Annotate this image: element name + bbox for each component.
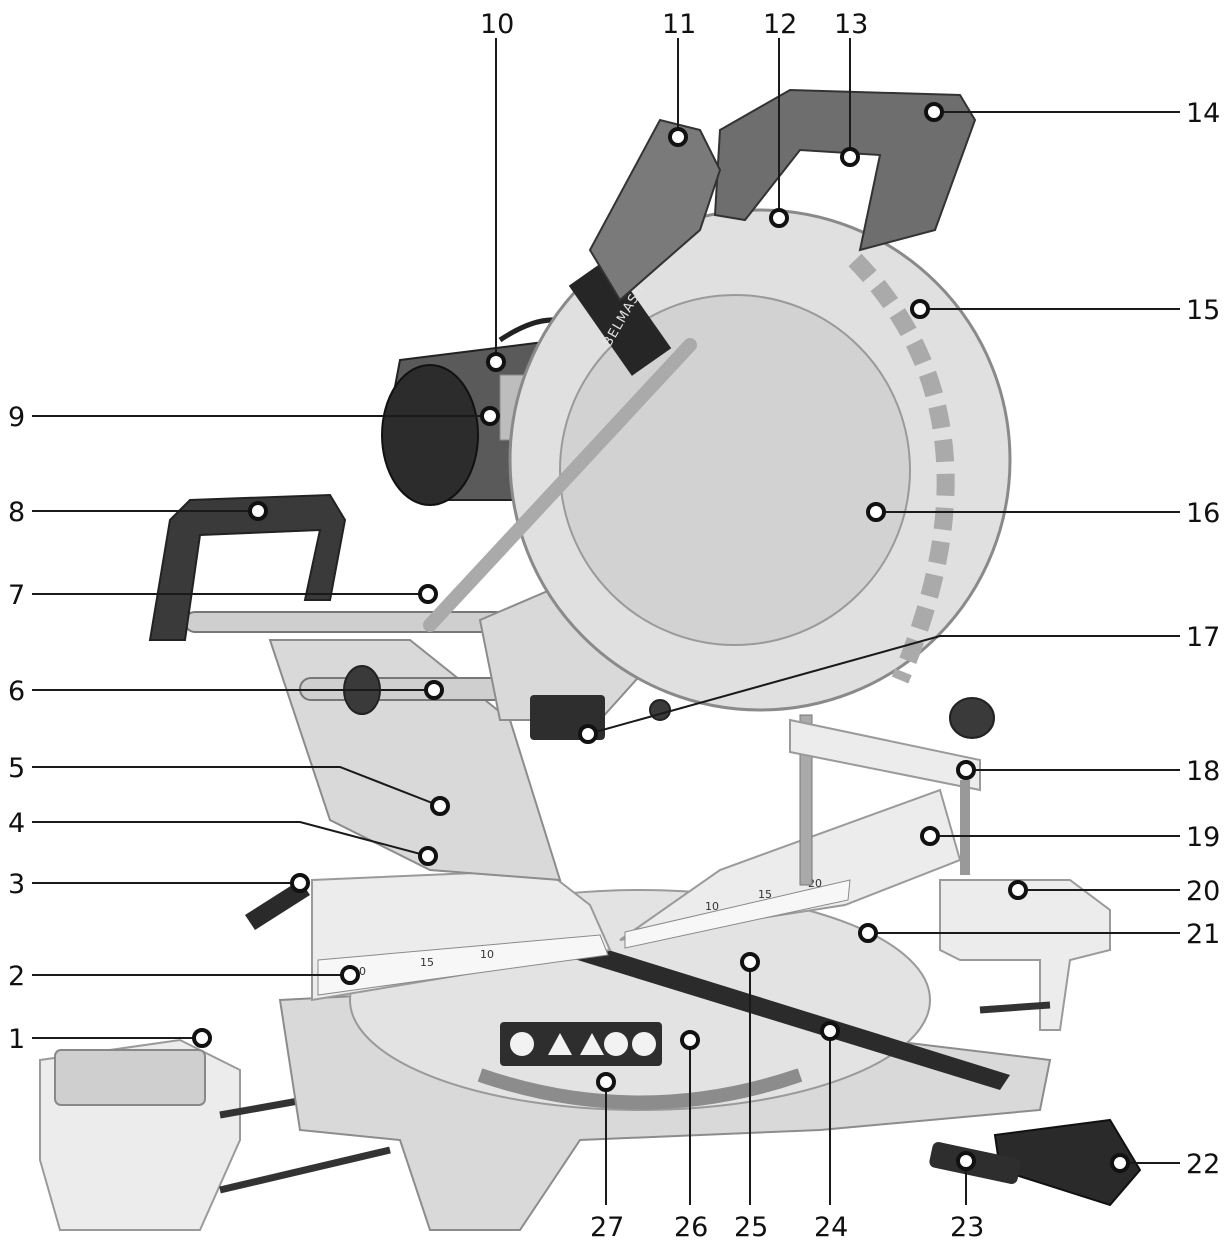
front-carry-handle	[588, 118, 722, 302]
callout-number-17: 17	[1186, 622, 1220, 653]
guard-brand-plate	[568, 258, 672, 376]
callout-dot-4	[418, 846, 438, 866]
saw-illustration: 20 15 10 10 15 20	[39, 88, 1142, 1231]
callout-number-1: 1	[8, 1024, 25, 1055]
callout-dot-21	[858, 923, 878, 943]
callout-number-21: 21	[1186, 919, 1220, 950]
callout-dot-20	[1008, 880, 1028, 900]
callout-dot-27	[596, 1072, 616, 1092]
callout-number-11: 11	[662, 9, 696, 40]
warning-icon-1	[510, 1032, 534, 1056]
leader-4	[32, 821, 429, 857]
callout-numbers: 1 2 3 4 5 6 7 8 9 10 11 12 13 14 15 16 1…	[8, 9, 1220, 1242]
callout-number-24: 24	[814, 1212, 848, 1242]
callout-number-5: 5	[8, 753, 25, 784]
callout-number-7: 7	[8, 580, 25, 611]
callout-dot-10	[486, 352, 506, 372]
fence-scale-label-left-10: 10	[480, 948, 494, 961]
callout-dot-3	[290, 873, 310, 893]
warning-icon-5	[632, 1032, 656, 1056]
lower-blade-guard-ridges	[848, 253, 955, 684]
callout-dot-1	[192, 1028, 212, 1048]
fence-scale-label-left-15: 15	[420, 956, 434, 969]
callout-number-4: 4	[8, 808, 25, 839]
callout-number-12: 12	[763, 9, 797, 40]
clamp-screw	[960, 780, 970, 875]
right-fence	[619, 788, 962, 941]
callout-dot-26	[680, 1030, 700, 1050]
callout-dot-5	[430, 796, 450, 816]
callout-dot-13	[840, 147, 860, 167]
callout-dots	[192, 102, 1130, 1173]
callout-dot-14	[924, 102, 944, 122]
warning-icon-2	[548, 1033, 572, 1055]
callout-number-3: 3	[8, 869, 25, 900]
clamp-post	[799, 714, 813, 886]
right-extension-rod	[979, 1001, 1051, 1014]
leader-5	[32, 766, 441, 807]
callout-number-9: 9	[8, 402, 25, 433]
callout-number-25: 25	[734, 1212, 768, 1242]
miter-scale-band	[477, 1068, 803, 1110]
callout-number-13: 13	[834, 9, 868, 40]
callout-number-19: 19	[1186, 822, 1220, 853]
callout-dot-12	[769, 208, 789, 228]
callout-dot-24	[820, 1021, 840, 1041]
fence-scale-label-right-10: 10	[705, 900, 719, 913]
callout-number-14: 14	[1186, 98, 1220, 129]
callout-number-26: 26	[674, 1212, 708, 1242]
kerf-plate	[545, 935, 1010, 1090]
callout-number-2: 2	[8, 961, 25, 992]
fence-scale-label-right-15: 15	[758, 888, 772, 901]
motor-end-cap	[381, 364, 479, 506]
callout-dot-6	[424, 680, 444, 700]
callout-dot-9	[480, 406, 500, 426]
callout-dot-17	[578, 724, 598, 744]
callout-dot-16	[866, 502, 886, 522]
rear-carry-handle	[148, 493, 347, 641]
right-extension-table	[939, 879, 1111, 1031]
bevel-lock-handle	[245, 880, 310, 930]
right-fence-scale	[624, 879, 851, 949]
left-extension-rod-2	[219, 1146, 391, 1194]
callout-dot-15	[910, 299, 930, 319]
callout-number-15: 15	[1186, 295, 1220, 326]
callout-dot-25	[740, 952, 760, 972]
clamp-knob	[949, 697, 995, 739]
warning-icon-4	[604, 1032, 628, 1056]
callout-number-22: 22	[1186, 1149, 1220, 1180]
leader-17	[587, 635, 1180, 735]
callout-dot-23	[956, 1151, 976, 1171]
clamp-arm	[789, 718, 981, 792]
callout-dot-7	[418, 584, 438, 604]
callout-dot-8	[248, 501, 268, 521]
leader-lines	[32, 38, 1180, 1205]
callout-dot-2	[340, 965, 360, 985]
callout-number-6: 6	[8, 676, 25, 707]
callout-dot-19	[920, 826, 940, 846]
callout-number-18: 18	[1186, 756, 1220, 787]
callout-number-20: 20	[1186, 876, 1220, 907]
callout-number-27: 27	[590, 1212, 624, 1242]
laser-switch	[649, 699, 671, 721]
warning-icon-3	[580, 1033, 604, 1055]
callout-dot-22	[1110, 1153, 1130, 1173]
callout-number-23: 23	[950, 1212, 984, 1242]
callout-dot-18	[956, 760, 976, 780]
callout-dot-11	[668, 127, 688, 147]
left-fence-scale	[317, 934, 609, 996]
callout-number-16: 16	[1186, 498, 1220, 529]
callout-number-8: 8	[8, 497, 25, 528]
guard-linkage-rod	[423, 338, 697, 632]
callout-number-10: 10	[480, 9, 514, 40]
left-extension-grip	[54, 1049, 206, 1106]
warning-label	[500, 1022, 662, 1066]
